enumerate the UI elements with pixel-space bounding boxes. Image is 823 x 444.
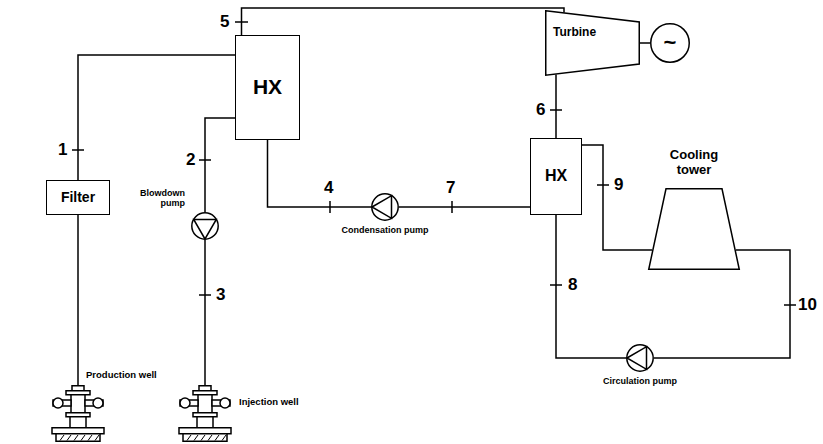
- production-well-outline: [48, 385, 108, 442]
- node-label: Circulation pump: [580, 376, 700, 386]
- pump-symbol: Blowdown pump: [191, 212, 219, 240]
- cooling-tower: Cooling tower: [648, 188, 740, 270]
- callout-number: 4: [324, 178, 333, 198]
- injection-well-outline: [175, 385, 235, 442]
- pipe-line: [582, 145, 652, 250]
- pump-symbol-outline: [191, 212, 219, 240]
- pipe-line: [640, 42, 650, 44]
- node-label: Production well: [86, 370, 181, 381]
- pump-symbol-outline: [371, 193, 399, 221]
- injection-well: Injection well: [175, 385, 235, 442]
- turbine-symbol-outline: [545, 10, 640, 76]
- pipe-line: [77, 215, 79, 385]
- pump-symbol: Condensation pump: [371, 193, 399, 221]
- callout-number: 6: [536, 100, 545, 120]
- node-label: ~: [664, 30, 677, 55]
- pipe-line: [205, 118, 235, 212]
- callout-number: 7: [446, 178, 455, 198]
- node-label: HX: [253, 75, 282, 99]
- node-label: Cooling tower: [664, 148, 724, 178]
- node-label: HX: [545, 167, 567, 185]
- node-label: Injection well: [239, 397, 334, 408]
- generator-symbol: ~: [650, 23, 690, 63]
- pipe-line: [399, 206, 530, 208]
- node-label: Condensation pump: [325, 225, 445, 235]
- node-label: Blowdown pump: [133, 188, 185, 209]
- callout-number: 9: [614, 175, 623, 195]
- pipe-line: [555, 75, 557, 139]
- filter-box: Filter: [46, 180, 110, 215]
- heat-exchanger: HX: [530, 138, 582, 215]
- cooling-tower-outline: [648, 188, 740, 270]
- callout-number: 5: [220, 12, 229, 32]
- callout-number: 10: [798, 295, 817, 315]
- pipe-line: [556, 215, 626, 358]
- callout-number: 2: [186, 150, 195, 170]
- production-well: Production well: [48, 385, 108, 442]
- heat-exchanger: HX: [235, 35, 300, 140]
- pipe-line: [204, 240, 206, 385]
- callout-number: 3: [216, 285, 225, 305]
- callout-number: 8: [568, 275, 577, 295]
- pipe-line: [268, 140, 372, 207]
- pipe-line: [242, 8, 565, 35]
- pump-symbol: Circulation pump: [626, 344, 654, 372]
- turbine-symbol: Turbine: [545, 10, 640, 76]
- pump-symbol-outline: [626, 344, 654, 372]
- callout-number: 1: [58, 140, 67, 160]
- node-label: Turbine: [553, 26, 613, 40]
- node-label: Filter: [61, 189, 95, 205]
